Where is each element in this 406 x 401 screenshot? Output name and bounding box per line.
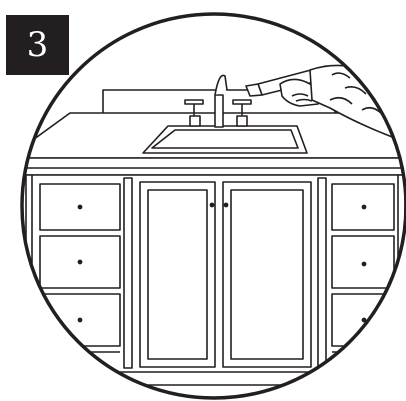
- scene-group: [22, 63, 406, 386]
- countertop-edge: [22, 157, 406, 169]
- door-knob: [209, 202, 215, 208]
- drawer-knob: [361, 317, 367, 323]
- door-knob: [223, 202, 229, 208]
- sink-inner: [151, 129, 299, 149]
- left-stile: [123, 177, 133, 369]
- faucet-icon: [184, 74, 252, 128]
- step-number-badge: 3: [6, 15, 69, 75]
- drawer-knob: [77, 204, 83, 210]
- sink-basin: [142, 125, 308, 154]
- drawer-knob: [77, 259, 83, 265]
- drawer-knob: [361, 204, 367, 210]
- drawer-knob: [361, 261, 367, 267]
- drawer-knob: [77, 317, 83, 323]
- left-door: [139, 181, 216, 368]
- step-number: 3: [26, 25, 49, 65]
- frame-circle: [20, 12, 406, 400]
- right-door: [222, 181, 312, 368]
